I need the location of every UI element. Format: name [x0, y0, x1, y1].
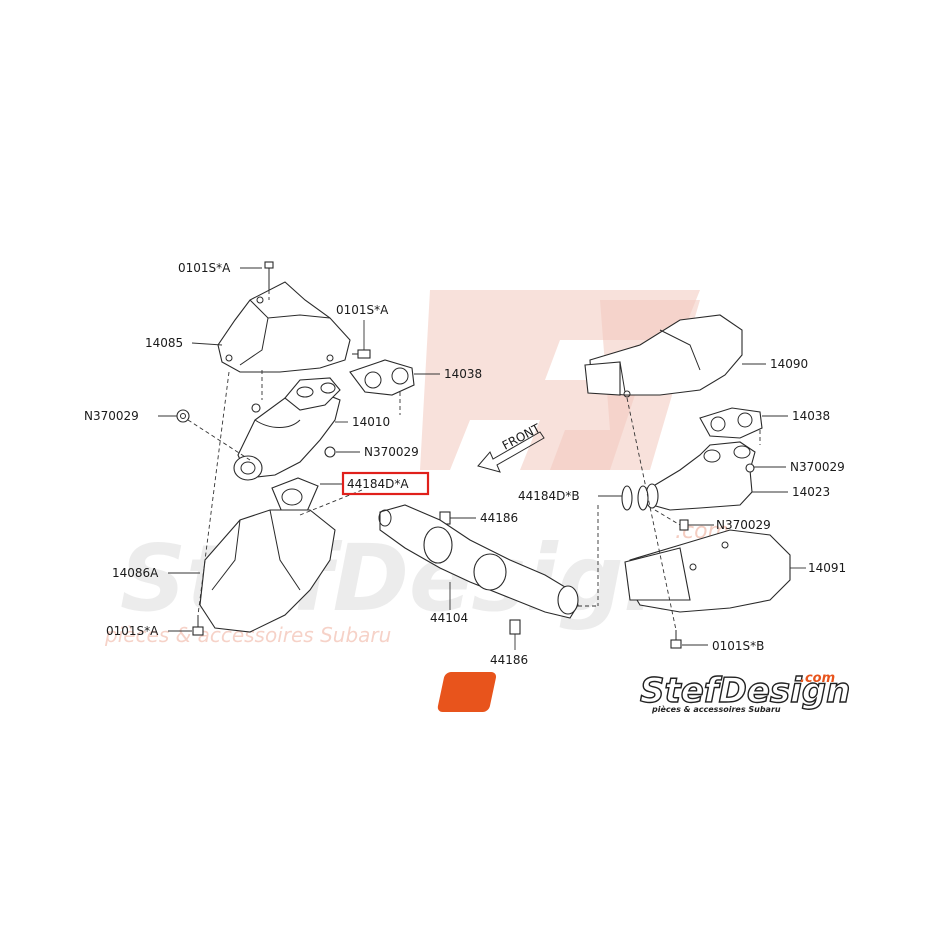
label-44186-mid: 44186 [480, 511, 518, 525]
label-14086A: 14086A [112, 566, 159, 580]
nut-right [745, 463, 786, 473]
cover-14085 [191, 281, 351, 373]
label-0101SA-bottom: 0101S*A [106, 624, 159, 638]
gasket-pair-44184DB [598, 485, 649, 511]
stefdesign-logo: SJ StefDesign .com pièces & accessoires … [437, 670, 851, 714]
highlight-box [341, 471, 430, 496]
bolt-bottom-left [168, 615, 204, 636]
label-0101SA-top: 0101S*A [178, 261, 231, 275]
label-N370029-right-2: N370029 [716, 518, 771, 532]
label-N370029-right: N370029 [790, 460, 845, 474]
bolt-44186-bottom [509, 619, 521, 650]
logo-domain: .com [800, 671, 835, 686]
label-14085: 14085 [145, 336, 183, 350]
label-14091: 14091 [808, 561, 846, 575]
label-0101SA-mid: 0101S*A [336, 303, 389, 317]
logo-tagline: pièces & accessoires Subaru [651, 704, 781, 714]
nut-left-2 [324, 446, 360, 458]
label-44184DB: 44184D*B [518, 489, 580, 503]
cover-14090 [584, 314, 766, 398]
logo-monogram: SJ [612, 677, 643, 710]
label-14010: 14010 [352, 415, 390, 429]
label-14023: 14023 [792, 485, 830, 499]
bolt-44186-mid [439, 511, 476, 525]
assembly-dashed-lines [187, 290, 761, 631]
label-0101SB: 0101S*B [712, 639, 764, 653]
label-44186-bottom: 44186 [490, 653, 528, 667]
bolt-bottom-right [670, 630, 708, 649]
nut-left [158, 409, 190, 423]
pipe-44104 [378, 504, 579, 619]
cover-14091 [624, 529, 806, 613]
part-labels: 0101S*A 14085 0101S*A 14038 N370029 1401… [84, 261, 846, 667]
logo-monogram-box [437, 672, 497, 712]
label-44104: 44104 [430, 611, 468, 625]
label-14090: 14090 [770, 357, 808, 371]
manifold-14010 [233, 377, 348, 481]
manifold-14023 [645, 441, 788, 511]
gasket-44184DA [271, 477, 344, 517]
bolt-top-mid [352, 320, 371, 359]
label-N370029-left: N370029 [84, 409, 139, 423]
gasket-14038-left [349, 359, 440, 396]
label-14038-left: 14038 [444, 367, 482, 381]
cover-14086A [168, 509, 336, 633]
logo-brand: StefDesign [640, 671, 850, 711]
bolt-top-left [240, 261, 274, 290]
highlighted-part[interactable]: 44184D*A [341, 471, 430, 496]
gasket-14038-right [699, 407, 788, 439]
label-44184DA: 44184D*A [347, 477, 409, 491]
label-N370029-left-2: N370029 [364, 445, 419, 459]
label-14038-right: 14038 [792, 409, 830, 423]
